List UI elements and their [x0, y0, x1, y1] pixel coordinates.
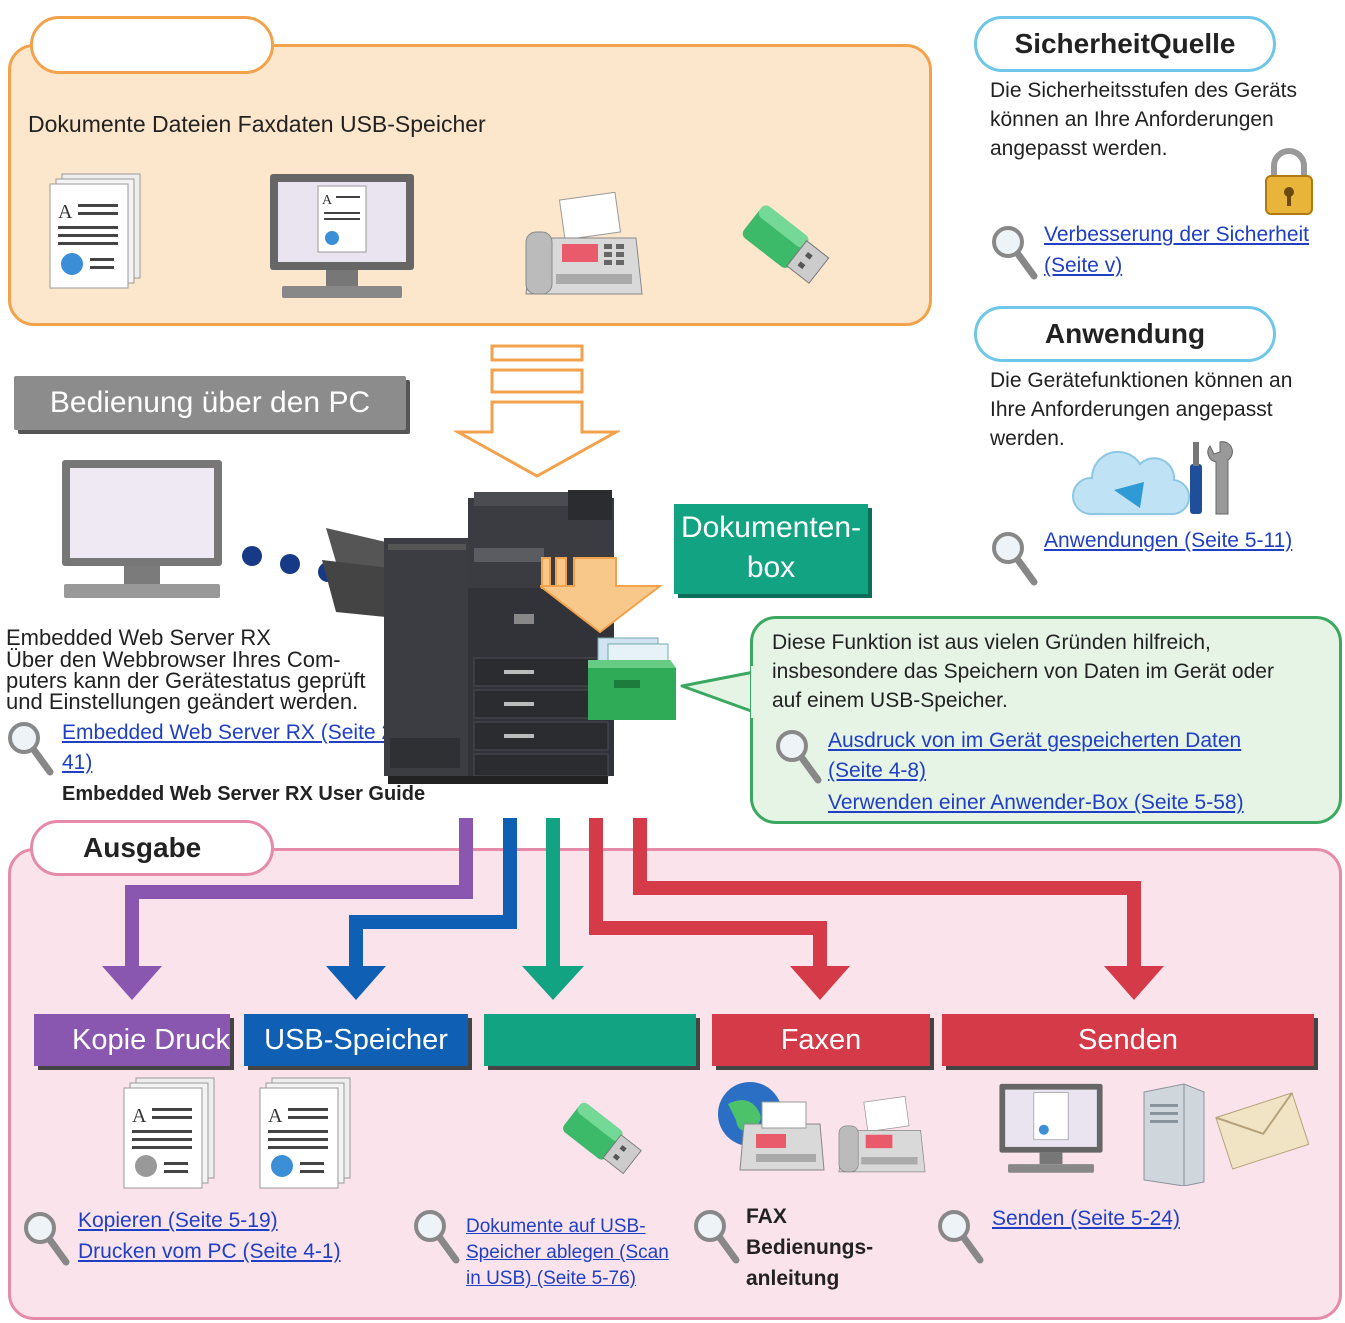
- security-desc-3: angepasst werden.: [990, 137, 1168, 160]
- output-panel: [8, 848, 1342, 1320]
- callout-text-1: Diese Funktion ist aus vielen Gründen hi…: [772, 631, 1211, 654]
- ews-link-line-1[interactable]: Embedded Web Server RX (Seite 2-: [62, 721, 401, 744]
- output-tab: Ausgabe: [30, 820, 274, 876]
- copy-link[interactable]: Kopieren (Seite 5-19): [78, 1209, 278, 1232]
- svg-text:A: A: [322, 193, 333, 208]
- application-tab: Anwendung: [974, 306, 1276, 362]
- usb-link-3[interactable]: in USB) (Seite 5-76): [466, 1268, 637, 1289]
- magnifier-icon: [8, 722, 54, 776]
- usb-stick-icon: [742, 205, 830, 284]
- docbox-callout: [750, 616, 1342, 824]
- envelope-icon: [1215, 1092, 1310, 1170]
- pc-operation-label: Bedienung über den PC: [14, 376, 406, 430]
- security-desc-2: können an Ihre Anforderungen: [990, 108, 1274, 131]
- magnifier-icon: [776, 730, 822, 784]
- svg-text:A: A: [132, 1105, 147, 1127]
- docbox-link-1b[interactable]: (Seite 4-8): [828, 759, 927, 782]
- svg-text:A: A: [58, 201, 73, 223]
- input-panel-tab: [30, 16, 274, 74]
- cloud-tools-icon: [1071, 441, 1233, 516]
- output-bar-copy-print: Kopie Druck: [34, 1014, 230, 1066]
- input-panel: [8, 44, 932, 326]
- usb-link-2[interactable]: Speicher ablegen (Scan: [466, 1242, 669, 1263]
- print-from-pc-link[interactable]: Drucken vom PC (Seite 4-1): [78, 1240, 341, 1263]
- output-bar-usb: USB-Speicher: [244, 1014, 468, 1066]
- ews-title: Embedded Web Server RX: [6, 625, 271, 650]
- usb-link-1[interactable]: Dokumente auf USB-: [466, 1216, 646, 1237]
- output-bar-fax: Faxen: [712, 1014, 930, 1066]
- fax-guide-3: anleitung: [746, 1267, 840, 1290]
- docbox-link-2[interactable]: Verwenden einer Anwender-Box (Seite 5-58…: [828, 791, 1244, 814]
- input-arrow: [454, 344, 620, 478]
- security-tab: SicherheitQuelle: [974, 16, 1276, 72]
- ews-link-line-2[interactable]: 41): [62, 751, 93, 774]
- docbox-callout-pointer: [680, 670, 756, 714]
- send-link[interactable]: Senden (Seite 5-24): [992, 1207, 1180, 1230]
- fax-machine-icon: [838, 1096, 926, 1173]
- application-desc-1: Die Gerätefunktionen können an: [990, 369, 1293, 392]
- usb-stick-icon: [563, 1102, 642, 1175]
- pc-monitor-icon: [62, 460, 222, 598]
- callout-text-2: insbesondere das Speichern von Daten im …: [772, 660, 1274, 683]
- docbox-arrow: [540, 557, 663, 634]
- docbox-label-line-2: box: [746, 551, 796, 584]
- document-stack-icon: A: [259, 1077, 351, 1189]
- magnifier-icon: [992, 226, 1038, 280]
- magnifier-icon: [992, 532, 1038, 586]
- docbox-link-1a[interactable]: Ausdruck von im Gerät gespeicherten Date…: [828, 729, 1242, 752]
- ews-desc-3: und Einstellungen geändert werden.: [6, 689, 359, 714]
- server-icon: [1143, 1083, 1205, 1186]
- fax-machine-icon: [525, 192, 643, 295]
- output-bar-box: [484, 1014, 696, 1066]
- padlock-icon: [1265, 148, 1313, 215]
- callout-text-3: auf einem USB-Speicher.: [772, 689, 1008, 712]
- application-link[interactable]: Anwendungen (Seite 5-11): [1044, 529, 1293, 552]
- security-link-b[interactable]: (Seite v): [1044, 254, 1123, 277]
- ews-desc-1: Über den Webbrowser Ihres Com-: [6, 647, 341, 672]
- docbox-label-line-1: Dokumenten-: [680, 511, 862, 544]
- fax-guide-1: FAX: [746, 1205, 787, 1228]
- docbox-label: Dokumenten- box: [674, 504, 868, 594]
- svg-text:A: A: [268, 1105, 283, 1127]
- document-stack-icon: A: [49, 173, 141, 289]
- magnifier-icon: [694, 1210, 740, 1264]
- output-flow-arrows: [102, 818, 1164, 1000]
- fax-guide-2: Bedienungs-: [746, 1236, 874, 1259]
- magnifier-icon: [938, 1210, 984, 1264]
- callout-joint: [751, 666, 759, 718]
- monitor-document-icon: A: [270, 174, 414, 298]
- application-desc-3: werden.: [990, 427, 1065, 450]
- document-stack-icon: A: [123, 1077, 215, 1189]
- internet-fax-icon: [718, 1082, 825, 1171]
- security-desc-1: Die Sicherheitsstufen des Geräts: [990, 79, 1297, 102]
- ews-user-guide: Embedded Web Server RX User Guide: [62, 783, 426, 805]
- document-box-icon: [588, 637, 676, 720]
- output-bar-send: Senden: [942, 1014, 1314, 1066]
- magnifier-icon: [414, 1210, 460, 1264]
- input-items-text: Dokumente Dateien Faxdaten USB-Speicher: [28, 111, 486, 137]
- ews-desc-2: puters kann der Gerätestatus geprüft: [6, 668, 366, 693]
- monitor-document-icon: [999, 1083, 1103, 1173]
- security-link-a[interactable]: Verbesserung der Sicherheit: [1044, 223, 1309, 246]
- multifunction-printer: [322, 490, 614, 784]
- magnifier-icon: [24, 1212, 70, 1266]
- application-desc-2: Ihre Anforderungen angepasst: [990, 398, 1273, 421]
